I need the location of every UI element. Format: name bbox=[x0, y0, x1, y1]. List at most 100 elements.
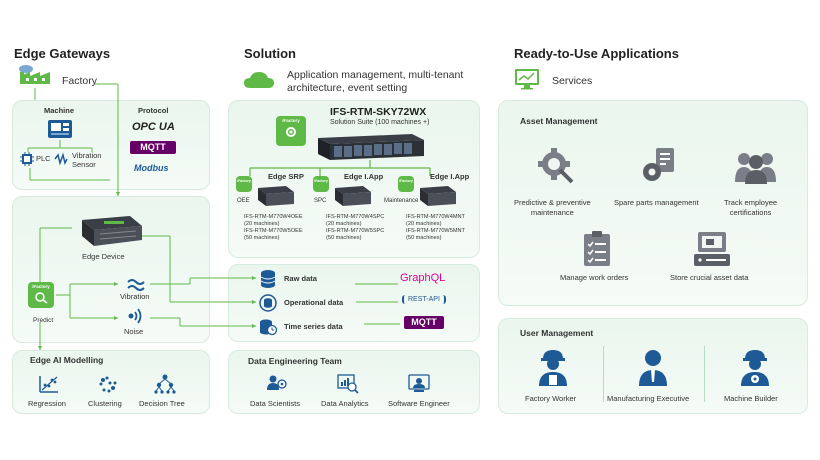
model-oee-50: IFS-RTM-M770W5OEE bbox=[244, 228, 303, 234]
plc-label: PLC bbox=[36, 154, 51, 163]
mqtt-api-logo: MQTT bbox=[404, 316, 444, 329]
noise-icon bbox=[128, 308, 142, 324]
model-spc-50: IFS-RTM-M770W5SPC bbox=[326, 228, 385, 234]
machine-builder-label: Machine Builder bbox=[724, 394, 778, 403]
edge-device-icon bbox=[82, 216, 142, 246]
vibration-sensor-label: Vibration Sensor bbox=[72, 151, 102, 169]
model-spc-50-count: (50 machines) bbox=[326, 235, 362, 241]
time-series-data-icon bbox=[260, 319, 278, 336]
vibration-icon bbox=[127, 279, 145, 291]
machine-title: Machine bbox=[44, 106, 75, 115]
opcua-logo: OPC UA bbox=[132, 121, 175, 133]
model-mnt-50-count: (50 machines) bbox=[406, 235, 442, 241]
edge-srp-device-icon bbox=[258, 186, 294, 206]
data-scientists-icon bbox=[267, 375, 287, 390]
edge-ai-title: Edge AI Modelling bbox=[30, 355, 104, 365]
protocol-title: Protocol bbox=[138, 106, 169, 115]
vibration-sensor-icon bbox=[54, 152, 68, 166]
model-mnt-20-count: (20 machines) bbox=[406, 221, 442, 227]
solution-desc: Application management, multi-tenant arc… bbox=[287, 69, 464, 94]
mqtt-logo: MQTT bbox=[130, 141, 176, 154]
manufacturing-executive-label: Manufacturing Executive bbox=[607, 394, 690, 403]
graphql-logo: GraphQL bbox=[400, 272, 446, 284]
rest-api-logo: REST-API bbox=[402, 295, 446, 304]
maintenance-label: Maintenance bbox=[384, 198, 419, 204]
operational-data-icon bbox=[259, 294, 277, 312]
model-spc-20-count: (20 machines) bbox=[326, 221, 362, 227]
factory-label: Factory bbox=[62, 75, 98, 87]
clustering-label: Clustering bbox=[88, 399, 122, 408]
edge-srp-label: Edge SRP bbox=[268, 172, 304, 181]
software-engineer-icon bbox=[408, 374, 430, 392]
model-mnt-50: IFS-RTM-M770W5MNT bbox=[406, 228, 465, 234]
manufacturing-executive-icon bbox=[639, 350, 667, 386]
edge-iapp-label-2: Edge I.App bbox=[430, 172, 470, 181]
server-sub: Solution Suite (100 machines +) bbox=[330, 119, 430, 126]
lab-badge-text: iFactory bbox=[282, 118, 300, 123]
rack-server-icon bbox=[318, 134, 424, 160]
badge-text: iFactory bbox=[32, 284, 50, 289]
spc-badge: iFactory bbox=[313, 176, 329, 192]
work-orders-label: Manage work orders bbox=[560, 273, 629, 282]
software-engineer-label: Software Engineer bbox=[388, 399, 450, 408]
plc-chip-icon bbox=[20, 152, 34, 166]
asset-management-title: Asset Management bbox=[520, 116, 598, 126]
data-team-title: Data Engineering Team bbox=[248, 356, 342, 366]
user-divider-2 bbox=[704, 346, 705, 402]
work-orders-icon bbox=[584, 231, 610, 266]
edge-gateways-title: Edge Gateways bbox=[14, 46, 111, 61]
predictive-maintenance-label: Predictive & preventive maintenance bbox=[514, 198, 591, 217]
machine-builder-icon bbox=[741, 350, 769, 386]
modbus-logo: Modbus bbox=[134, 163, 169, 173]
decision-tree-icon bbox=[154, 374, 176, 394]
model-oee-20: IFS-RTM-M770W4OEE bbox=[244, 214, 303, 220]
vibration-label: Vibration bbox=[120, 292, 150, 301]
model-spc-20: IFS-RTM-M770W4SPC bbox=[326, 214, 385, 220]
employee-certifications-icon bbox=[735, 153, 776, 184]
models-oee: IFS-RTM-M770W4OEE (20 machines) IFS-RTM-… bbox=[244, 214, 303, 242]
noise-label: Noise bbox=[124, 327, 144, 336]
models-mnt: IFS-RTM-M770W4MNT (20 machines) IFS-RTM-… bbox=[406, 214, 465, 242]
decision-tree-label: Decision Tree bbox=[139, 399, 185, 408]
spare-parts-label: Spare parts management bbox=[614, 198, 699, 207]
oee-label: OEE bbox=[237, 198, 250, 204]
predictive-maintenance-icon bbox=[538, 148, 574, 184]
asset-management-panel bbox=[498, 100, 808, 306]
spc-badge-text: iFactory bbox=[314, 179, 328, 183]
ready-apps-title: Ready-to-Use Applications bbox=[514, 46, 679, 61]
edge-iapp-device-icon-2 bbox=[420, 186, 456, 206]
edge-iapp-label-1: Edge I.App bbox=[344, 172, 384, 181]
employee-certifications-label: Track employee certifications bbox=[724, 198, 778, 217]
regression-icon bbox=[39, 376, 58, 393]
machine-protocol-panel bbox=[12, 100, 210, 190]
factory-worker-icon bbox=[539, 350, 567, 386]
factory-worker-label: Factory Worker bbox=[525, 394, 577, 403]
clustering-icon bbox=[99, 376, 117, 393]
monitor-icon bbox=[515, 69, 539, 90]
maintenance-badge-text: iFactory bbox=[399, 179, 413, 183]
regression-label: Regression bbox=[28, 399, 66, 408]
magnifier-icon bbox=[35, 292, 48, 304]
services-label: Services bbox=[552, 75, 593, 87]
raw-data-label: Raw data bbox=[284, 274, 317, 283]
model-oee-20-count: (20 machines) bbox=[244, 221, 280, 227]
spc-label: SPC bbox=[314, 198, 327, 204]
user-management-title: User Management bbox=[520, 328, 594, 338]
oee-badge: iFactory bbox=[236, 176, 252, 192]
solution-tree-lines bbox=[249, 160, 431, 176]
models-spc: IFS-RTM-M770W4SPC (20 machines) IFS-RTM-… bbox=[326, 214, 384, 242]
server-name: IFS-RTM-SKY72WX bbox=[330, 106, 427, 118]
asset-data-label: Store crucial asset data bbox=[670, 273, 749, 282]
factory-icon bbox=[19, 65, 50, 84]
data-analytics-label: Data Analytics bbox=[321, 399, 369, 408]
maintenance-badge: iFactory bbox=[398, 176, 414, 192]
edge-device-label: Edge Device bbox=[82, 252, 125, 261]
raw-data-icon bbox=[260, 270, 276, 288]
cloud-icon bbox=[244, 72, 274, 88]
spare-parts-icon bbox=[643, 148, 674, 181]
lab-gear-icon bbox=[286, 127, 296, 137]
solution-title: Solution bbox=[244, 46, 296, 61]
ifactory-predict-badge: iFactory bbox=[28, 282, 54, 308]
data-analytics-icon bbox=[337, 374, 359, 394]
asset-data-icon bbox=[694, 232, 730, 266]
